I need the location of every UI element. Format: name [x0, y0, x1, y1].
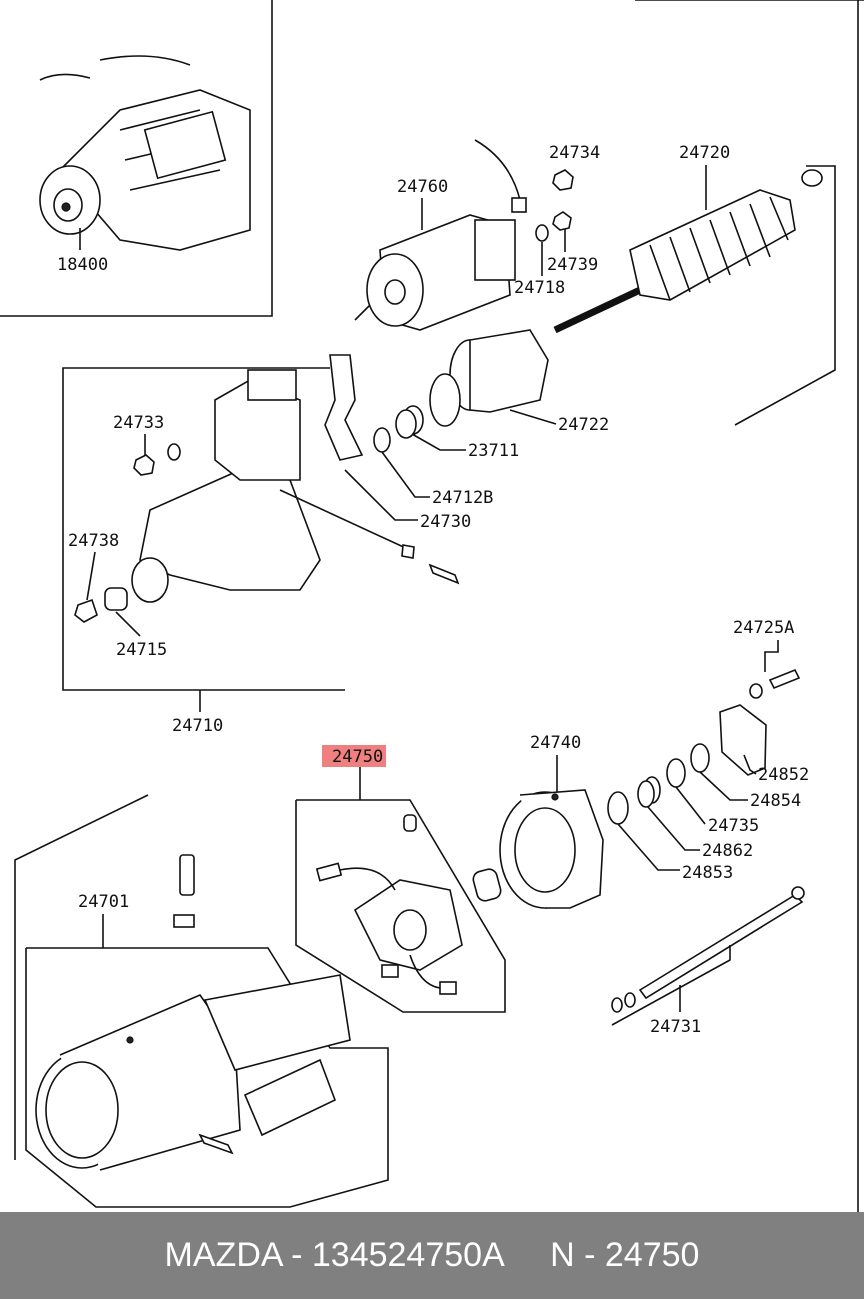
washer-24735-drawing — [666, 758, 686, 788]
screw-24725A-drawing — [768, 668, 801, 690]
pinion-clutch-group: 24722 23711 24712B 24730 — [324, 329, 609, 532]
yoke-drawing — [35, 854, 351, 1171]
solenoid-drawing — [354, 139, 527, 331]
through-bolt-drawing — [638, 893, 804, 1000]
cap-24852-drawing — [719, 704, 767, 776]
part-label-24733: 24733 — [113, 413, 164, 433]
footer-part-number: 134524750A — [311, 1236, 503, 1274]
overrunning-clutch-drawing — [429, 329, 549, 427]
washer-24733-drawing — [167, 443, 181, 461]
bushing-24715-drawing — [104, 587, 128, 611]
part-info-footer: MAZDA - 134524750A N - 24750 — [0, 1212, 864, 1299]
part-label-18400: 18400 — [57, 255, 108, 275]
part-label-24853: 24853 — [682, 863, 733, 883]
shift-lever-24730-drawing — [324, 354, 364, 461]
part-label-24730: 24730 — [420, 512, 471, 532]
part-label-24720: 24720 — [679, 143, 730, 163]
rear-cover-group: 24725A 24852 24854 24735 24862 24853 — [607, 618, 809, 883]
spring-23711-drawing — [395, 405, 424, 439]
through-bolts-group: 24731 — [611, 886, 805, 1037]
yoke-group: 24701 — [14, 794, 389, 1208]
rear-bracket-group: 24740 — [472, 733, 604, 909]
part-label-24854: 24854 — [750, 791, 801, 811]
part-label-24731: 24731 — [650, 1017, 701, 1037]
spring-24862-drawing — [637, 776, 661, 808]
part-label-24725A: 24725A — [733, 618, 794, 638]
part-label-24750: 24750 — [332, 747, 383, 767]
part-label-24735: 24735 — [708, 816, 759, 836]
parts-diagram: 18400 24760 24734 24739 24718 — [0, 0, 864, 1212]
nut-24734-drawing — [552, 169, 574, 191]
footer-brand: MAZDA — [164, 1236, 282, 1274]
nut-24739-drawing — [552, 211, 572, 231]
part-label-24738: 24738 — [68, 531, 119, 551]
assembled-starter-drawing — [39, 55, 251, 251]
assembly-inset: 18400 — [0, 0, 273, 317]
brush-holder-drawing — [315, 814, 463, 995]
front-housing-drawing — [131, 369, 460, 603]
washer-24853-drawing — [607, 791, 629, 825]
part-label-24722: 24722 — [558, 415, 609, 435]
highlighted-part-marker — [322, 745, 386, 767]
nuts-group: 24734 24739 24718 — [514, 143, 600, 298]
footer-ref: N - 24750 — [550, 1236, 700, 1274]
armature-drawing — [553, 169, 823, 334]
part-label-24718: 24718 — [514, 278, 565, 298]
part-label-24740: 24740 — [530, 733, 581, 753]
washer-24854-drawing — [690, 743, 710, 773]
part-label-24710: 24710 — [172, 716, 223, 736]
plug-24738-drawing — [74, 598, 98, 623]
part-label-23711: 23711 — [468, 441, 519, 461]
bushing-24740-drawing — [472, 868, 502, 902]
washer-24718-drawing — [535, 224, 549, 242]
front-housing-group: 24733 24738 24715 24710 — [62, 367, 460, 736]
part-label-24701: 24701 — [78, 892, 129, 912]
armature-group: 24720 — [553, 143, 836, 426]
rear-bracket-drawing — [499, 789, 604, 909]
part-label-24852: 24852 — [758, 765, 809, 785]
brush-holder-group: 24750 — [295, 745, 506, 1013]
part-label-24760: 24760 — [397, 177, 448, 197]
solenoid-group: 24760 — [354, 139, 527, 331]
nut-24733-drawing — [133, 454, 155, 476]
part-label-24739: 24739 — [547, 255, 598, 275]
part-label-24734: 24734 — [549, 143, 600, 163]
part-label-24862: 24862 — [702, 841, 753, 861]
ring-24712B-drawing — [373, 427, 391, 453]
part-label-24712B: 24712B — [432, 488, 493, 508]
part-label-24715: 24715 — [116, 640, 167, 660]
